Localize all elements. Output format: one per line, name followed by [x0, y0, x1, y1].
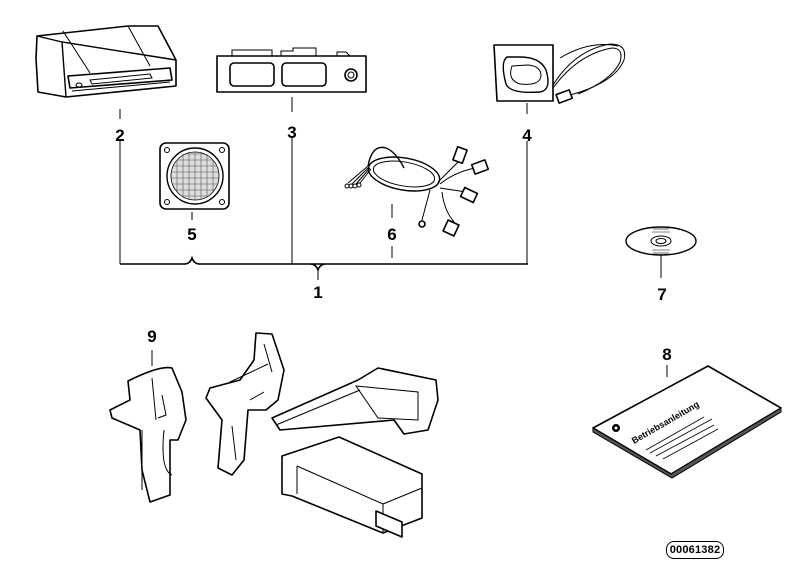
label-part-7[interactable]: 7: [657, 285, 666, 304]
label-part-4[interactable]: 4: [522, 126, 532, 145]
label-part-8[interactable]: 8: [662, 345, 671, 364]
leader-lines: [119, 97, 668, 377]
part-2-navigation-unit[interactable]: [35, 25, 177, 98]
part-3-control-panel[interactable]: [216, 47, 367, 93]
label-part-9[interactable]: 9: [147, 327, 156, 346]
group-brace: [120, 255, 528, 273]
part-7-disc[interactable]: [625, 226, 697, 256]
label-part-2[interactable]: 2: [115, 126, 124, 145]
part-6-wiring-harness[interactable]: [344, 145, 490, 237]
label-part-5[interactable]: 5: [187, 225, 196, 244]
diagram-reference-number: 00061382: [666, 541, 724, 559]
label-part-6[interactable]: 6: [387, 225, 396, 244]
part-8-operating-manual[interactable]: Betriebsanleitung: [592, 365, 782, 479]
part-9-mounting-brackets[interactable]: [109, 332, 439, 538]
label-part-3[interactable]: 3: [287, 123, 296, 142]
label-part-1[interactable]: 1: [313, 283, 322, 302]
part-4-antenna-module[interactable]: [493, 43, 626, 104]
part-5-loudspeaker[interactable]: [159, 142, 230, 210]
